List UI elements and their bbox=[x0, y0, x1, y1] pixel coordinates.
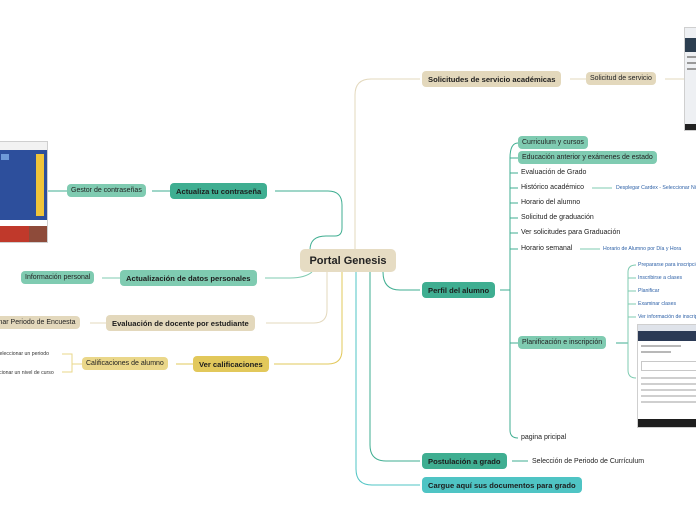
node-horario-alumno[interactable]: Horario del alumno bbox=[521, 199, 581, 206]
screenshot-left bbox=[0, 141, 48, 243]
node-planificacion-inscripcion[interactable]: Planificación e inscripción bbox=[518, 336, 607, 349]
screenshot-right bbox=[637, 324, 696, 428]
node-seleccionar-periodo-encuesta[interactable]: Seleccionar Periodo de Encuesta bbox=[0, 316, 80, 329]
node-horario-dia-hora[interactable]: Horario de Alumno por Día y Hora bbox=[603, 245, 682, 252]
node-actualizacion-datos[interactable]: Actualización de datos personales bbox=[120, 270, 257, 286]
node-gestor-contrasenas[interactable]: Gestor de contraseñas bbox=[67, 184, 146, 197]
node-cargue-documentos[interactable]: Cargue aquí sus documentos para grado bbox=[422, 477, 582, 493]
node-planificar[interactable]: Planificar bbox=[638, 287, 660, 294]
node-horario-semanal[interactable]: Horario semanal bbox=[521, 245, 573, 252]
root-node[interactable]: Portal Genesis bbox=[300, 249, 396, 272]
node-seleccion-periodo-curriculum[interactable]: Selección de Periodo de Currículum bbox=[532, 458, 645, 465]
node-actualiza-contrasena[interactable]: Actualiza tu contraseña bbox=[170, 183, 268, 199]
node-inscribirse-clases[interactable]: Inscribirse a clases bbox=[638, 274, 683, 281]
node-pagina-principal[interactable]: pagina pricipal bbox=[521, 434, 567, 441]
node-solicitud-servicio[interactable]: Solicitud de servicio bbox=[586, 72, 656, 85]
node-desplegar-cardex[interactable]: Desplegar Cardex - Seleccionar Nivel bbox=[616, 184, 696, 191]
node-seleccionar-periodo[interactable]: Seleccionar un periodo bbox=[0, 350, 50, 357]
screenshot-top-right bbox=[684, 27, 696, 131]
node-ver-calificaciones[interactable]: Ver calificaciones bbox=[193, 356, 269, 372]
node-perfil-alumno[interactable]: Perfil del alumno bbox=[422, 282, 496, 298]
node-evaluacion-docente[interactable]: Evaluación de docente por estudiante bbox=[106, 315, 255, 331]
node-solicitudes-servicio[interactable]: Solicitudes de servicio académicas bbox=[422, 71, 562, 87]
node-curriculum-cursos[interactable]: Curriculum y cursos bbox=[518, 136, 588, 149]
node-postulacion-grado[interactable]: Postulación a grado bbox=[422, 453, 507, 469]
node-educacion-anterior[interactable]: Educación anterior y exámenes de estado bbox=[518, 151, 657, 164]
node-solicitud-graduacion[interactable]: Solicitud de graduación bbox=[521, 214, 594, 221]
node-seleccionar-nivel-curso[interactable]: Seleccionar un nivel de curso bbox=[0, 369, 54, 376]
node-ver-solicitudes-graduacion[interactable]: Ver solicitudes para Graduación bbox=[521, 229, 621, 236]
node-evaluacion-grado[interactable]: Evaluación de Grado bbox=[521, 169, 587, 176]
node-ver-informacion-inscripcion[interactable]: Ver información de inscripción bbox=[638, 313, 696, 320]
node-examinar-clases[interactable]: Examinar clases bbox=[638, 300, 677, 307]
node-informacion-personal[interactable]: Información personal bbox=[21, 271, 95, 284]
node-prepararse-inscripcion[interactable]: Prepararse para inscripcion bbox=[638, 261, 696, 268]
node-historico-academico[interactable]: Histórico académico bbox=[521, 184, 585, 191]
node-calificaciones-alumno[interactable]: Calificaciones de alumno bbox=[82, 357, 168, 370]
